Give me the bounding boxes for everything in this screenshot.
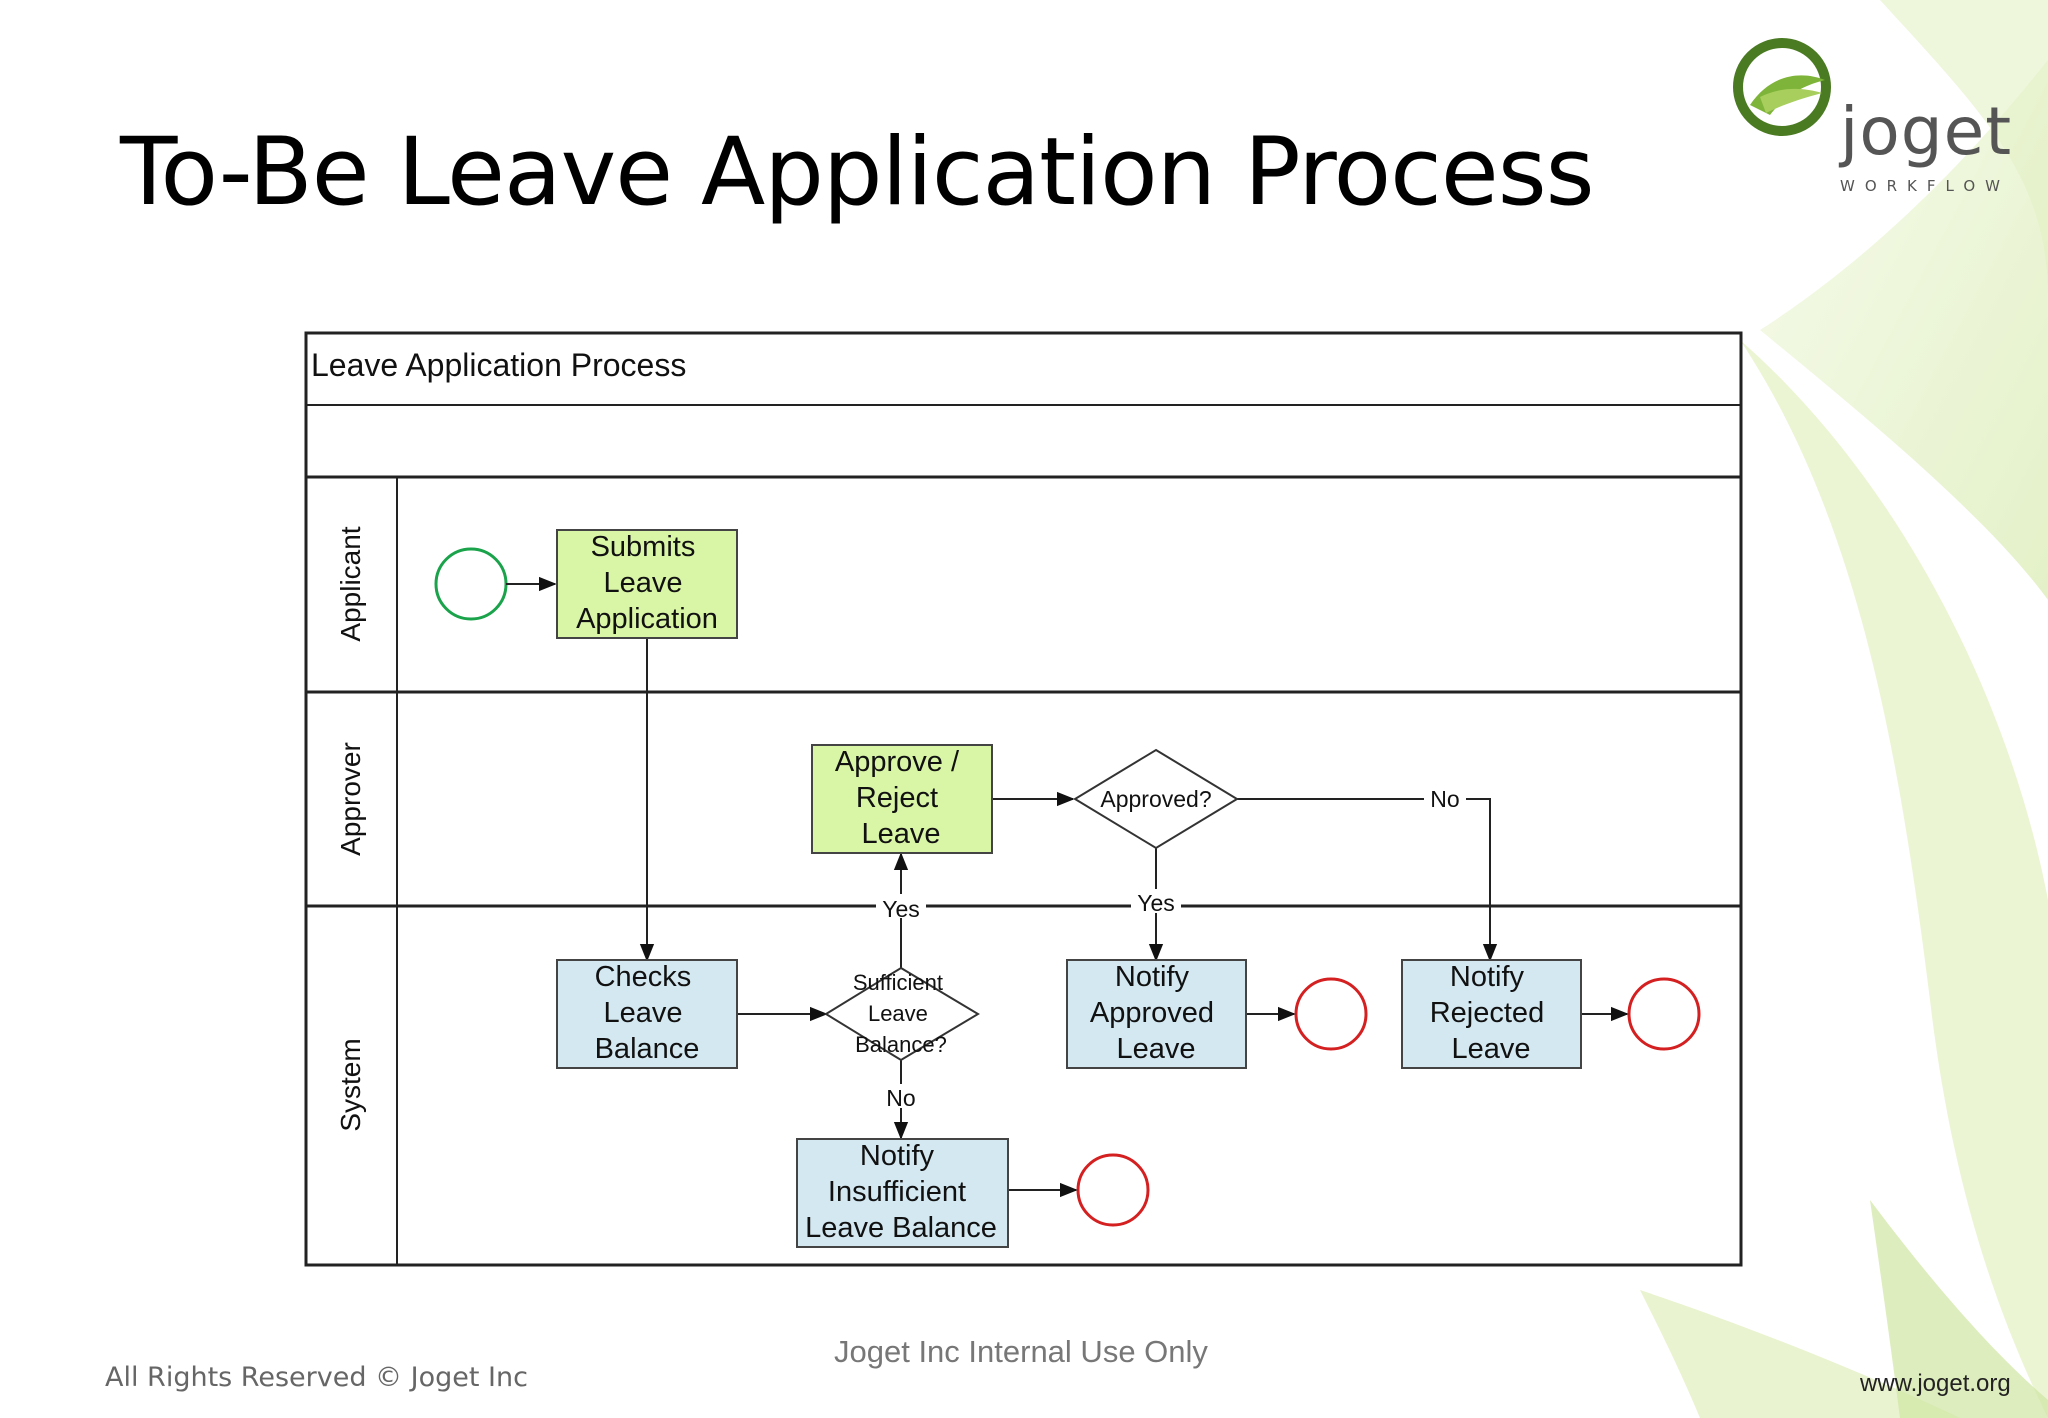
svg-text:Approve / Reject L: Approve / Reject Leave (835, 746, 967, 850)
task-approve-reject-leave: Approve / Reject Leave (811, 744, 993, 854)
svg-text:Sufficient Leave B: Sufficient Leave Balance? (853, 970, 949, 1057)
joget-logo: joget WORKFLOW (1725, 35, 2025, 205)
task-notify-rejected-leave: Notify Rejected Leave (1401, 959, 1582, 1069)
logo-tagline: WORKFLOW (1840, 177, 2010, 195)
task-submits-leave-application: Submits Leave Application (556, 529, 738, 639)
internal-use-footer: Joget Inc Internal Use Only (834, 1334, 1208, 1369)
pool-title: Leave Application Process (311, 347, 686, 383)
task-notify-approved-leave: Notify Approved Leave (1066, 959, 1247, 1069)
flow-label-approved-no: No (1430, 786, 1459, 812)
svg-text:Notify Insufficient: Notify Insufficient Leave Balance (805, 1140, 997, 1244)
flow-label-approved-yes: Yes (1137, 890, 1175, 916)
start-event (434, 547, 508, 621)
gateway-approved: Approved? (1073, 748, 1239, 850)
svg-text:Approved?: Approved? (1100, 786, 1211, 812)
end-event-approved (1294, 977, 1368, 1051)
end-event-insufficient (1076, 1153, 1150, 1227)
lane-applicant: Applicant (335, 526, 366, 641)
copyright-footer: All Rights Reserved © Joget Inc (105, 1362, 528, 1393)
joget-swirl-icon (1733, 38, 1831, 136)
gateway-sufficient-leave-balance: Sufficient Leave Balance? (824, 966, 980, 1062)
svg-text:Submits Leave Appl: Submits Leave Application (576, 531, 718, 635)
flow-label-sufficient-yes: Yes (882, 896, 920, 922)
svg-text:Notify Rejected Le: Notify Rejected Leave (1430, 961, 1553, 1065)
task-checks-leave-balance: Checks Leave Balance (556, 959, 738, 1069)
website-footer: www.joget.org (1860, 1370, 2011, 1397)
svg-text:Notify Approved Le: Notify Approved Leave (1090, 961, 1222, 1065)
end-event-rejected (1627, 977, 1701, 1051)
lane-system: System (335, 1038, 366, 1131)
task-notify-insufficient-leave-balance: Notify Insufficient Leave Balance (796, 1138, 1009, 1248)
lane-approver: Approver (335, 742, 366, 856)
slide-title: To-Be Leave Application Process (120, 118, 1595, 227)
flow-label-sufficient-no: No (886, 1085, 915, 1111)
logo-wordmark: joget (1840, 93, 2013, 170)
svg-text:Checks Leave Balan: Checks Leave Balance (595, 961, 700, 1065)
